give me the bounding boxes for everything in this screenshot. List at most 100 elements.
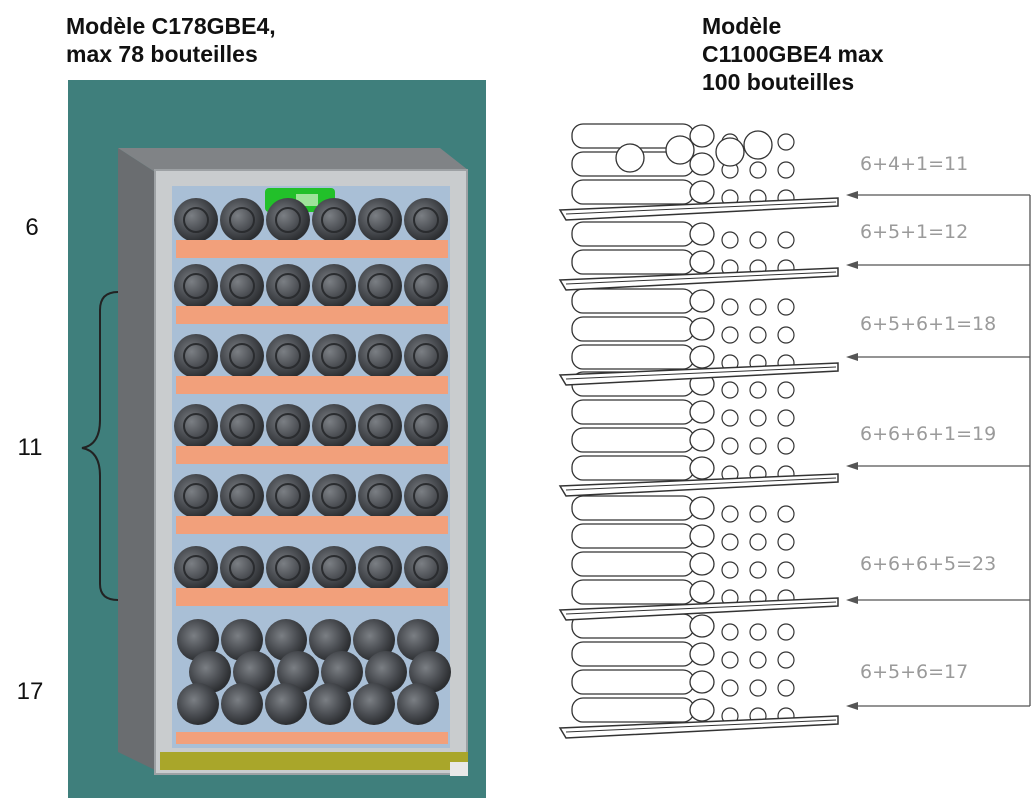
bottle-punt	[367, 343, 393, 369]
rack-bottle-neck	[689, 552, 715, 576]
rack-bottle-neck	[689, 222, 715, 246]
bottle-end	[174, 404, 218, 448]
bottle-end	[353, 619, 395, 661]
bottle-end	[266, 404, 310, 448]
rack-bottle-end	[665, 135, 695, 165]
rack-bottle-top	[777, 437, 795, 455]
bottle-punt	[183, 273, 209, 299]
rack-bottle-top	[749, 533, 767, 551]
rack-bottle-top	[721, 381, 739, 399]
rack-shelf	[558, 197, 839, 221]
bottle-end	[265, 683, 307, 725]
rack-bottle	[571, 221, 695, 247]
bottle-punt	[367, 273, 393, 299]
right-model-title: Modèle C1100GBE4 max 100 bouteilles	[702, 13, 884, 95]
rack-shelf-rail	[565, 201, 837, 215]
rack-bottle-top	[749, 623, 767, 641]
curly-brace-icon	[81, 291, 119, 601]
rack-bottle-top	[721, 623, 739, 641]
bottle-end	[177, 683, 219, 725]
bottle-punt	[229, 343, 255, 369]
bottle-punt	[367, 413, 393, 439]
rack-bottle-top	[721, 561, 739, 579]
rack-bottle-top	[721, 326, 739, 344]
rack-bottle-neck	[689, 428, 715, 452]
bottle-end	[312, 546, 356, 590]
rack-bottle	[571, 455, 695, 481]
rack-bottle	[571, 697, 695, 723]
cabinet-shelf-bottom	[176, 732, 448, 744]
cabinet-foot	[450, 762, 468, 776]
rack-bottle-top	[749, 381, 767, 399]
shelf-formula-label: 6+5+6=17	[860, 661, 968, 683]
bottle-punt	[321, 273, 347, 299]
shelf-formula-label: 6+6+6+1=19	[860, 423, 996, 445]
bottle-punt	[413, 413, 439, 439]
bottle-end	[189, 651, 231, 693]
bottle-punt	[367, 555, 393, 581]
cabinet-base	[160, 752, 468, 770]
arrow-head	[846, 191, 858, 199]
bottle-end	[404, 474, 448, 518]
bottle-punt	[229, 555, 255, 581]
bottle-punt	[275, 343, 301, 369]
cabinet-shelf	[176, 240, 448, 258]
bottle-end	[266, 334, 310, 378]
bottle-end	[220, 334, 264, 378]
bottle-end	[358, 474, 402, 518]
bottle-end	[309, 683, 351, 725]
arrow-head	[846, 261, 858, 269]
arrow-head	[846, 353, 858, 361]
bottle-punt	[229, 273, 255, 299]
rack-bottle	[571, 641, 695, 667]
bottle-end	[358, 198, 402, 242]
cabinet-top	[118, 148, 468, 172]
bottle-punt	[229, 413, 255, 439]
wine-cabinet-illustration	[68, 80, 486, 798]
bottle-end	[353, 683, 395, 725]
cabinet-shelf	[176, 516, 448, 534]
rack-bottle-top	[749, 505, 767, 523]
bottle-end	[221, 619, 263, 661]
rack-bottle	[571, 551, 695, 577]
rack-bottle-top	[777, 623, 795, 641]
rack-bottle-top	[721, 409, 739, 427]
bottle-end	[309, 619, 351, 661]
rack-bottle-top	[721, 298, 739, 316]
rack-bottle-neck	[689, 642, 715, 666]
rack-bottle	[571, 288, 695, 314]
bottle-end	[358, 546, 402, 590]
bottle-end	[220, 198, 264, 242]
left-count-middle: 11	[17, 434, 43, 461]
arrow-head	[846, 596, 858, 604]
rack-bottle-top	[721, 231, 739, 249]
rack-bottle-neck	[689, 289, 715, 313]
rack-bottle-neck	[689, 400, 715, 424]
left-count-top: 6	[25, 214, 39, 241]
rack-shelf-rail	[565, 719, 837, 733]
bottle-end	[404, 546, 448, 590]
rack-shelf-rail	[565, 601, 837, 615]
rack-bottle-top	[749, 679, 767, 697]
bottle-end	[174, 198, 218, 242]
rack-bottle	[571, 316, 695, 342]
bottle-end	[266, 198, 310, 242]
rack-labels: 6+4+1=116+5+1=126+5+6+1=186+6+6+1=196+6+…	[860, 153, 996, 683]
shelf-formula-label: 6+5+1=12	[860, 221, 968, 243]
rack-bottle	[571, 179, 695, 205]
bottle-end	[358, 404, 402, 448]
rack-bottle-top	[721, 533, 739, 551]
bottle-punt	[413, 555, 439, 581]
rack-bottle-top	[749, 561, 767, 579]
bottle-punt	[183, 555, 209, 581]
bottle-end	[174, 546, 218, 590]
bottle-end	[358, 334, 402, 378]
bottle-punt	[183, 483, 209, 509]
bottle-end	[312, 198, 356, 242]
rack-bottle-top	[777, 505, 795, 523]
rack-bottle	[571, 669, 695, 695]
rack-bottle-top	[749, 651, 767, 669]
cabinet-side	[118, 148, 155, 770]
bottle-end	[174, 334, 218, 378]
